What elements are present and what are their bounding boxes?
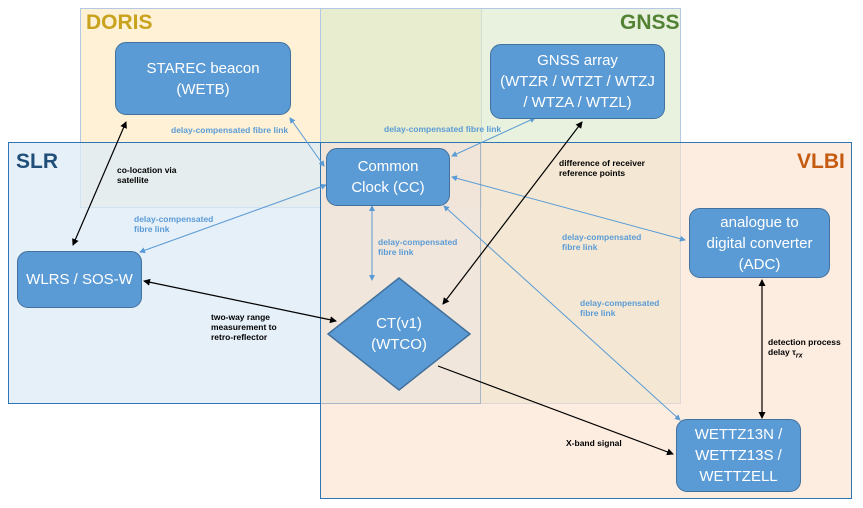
link-wlrs-ct [143, 278, 337, 324]
wlrs-node: WLRS / SOS-W [17, 251, 142, 308]
label-detection: detection process delay τrx [768, 337, 841, 360]
link-starec-wlrs [72, 121, 127, 246]
label-fibre-gnss: delay-compensated fibre link [384, 124, 502, 134]
link-gnss-ct [442, 121, 583, 305]
link-cc-adc [451, 175, 686, 242]
label-fibre-starec: delay-compensated fibre link [171, 125, 289, 135]
wettz-node: WETTZ13N /WETTZ13S /WETTZELL [676, 419, 801, 492]
ct-diamond [326, 277, 472, 391]
ct-node: CT(v1)(WTCO) [371, 315, 427, 353]
link-starec-cc [289, 117, 325, 167]
starec-beacon-node: STAREC beacon(WETB) [115, 42, 291, 115]
link-wlrs-cc [139, 183, 327, 254]
gnss-title: GNSS [620, 11, 680, 34]
gnss-array-node: GNSS array(WTZR / WTZT / WTZJ/ WTZA / WT… [490, 44, 665, 119]
slr-title: SLR [16, 150, 58, 173]
link-ct-wettz [437, 365, 674, 456]
vlbi-title: VLBI [797, 150, 845, 173]
doris-title: DORIS [86, 11, 153, 34]
label-xband: X-band signal [566, 438, 622, 448]
